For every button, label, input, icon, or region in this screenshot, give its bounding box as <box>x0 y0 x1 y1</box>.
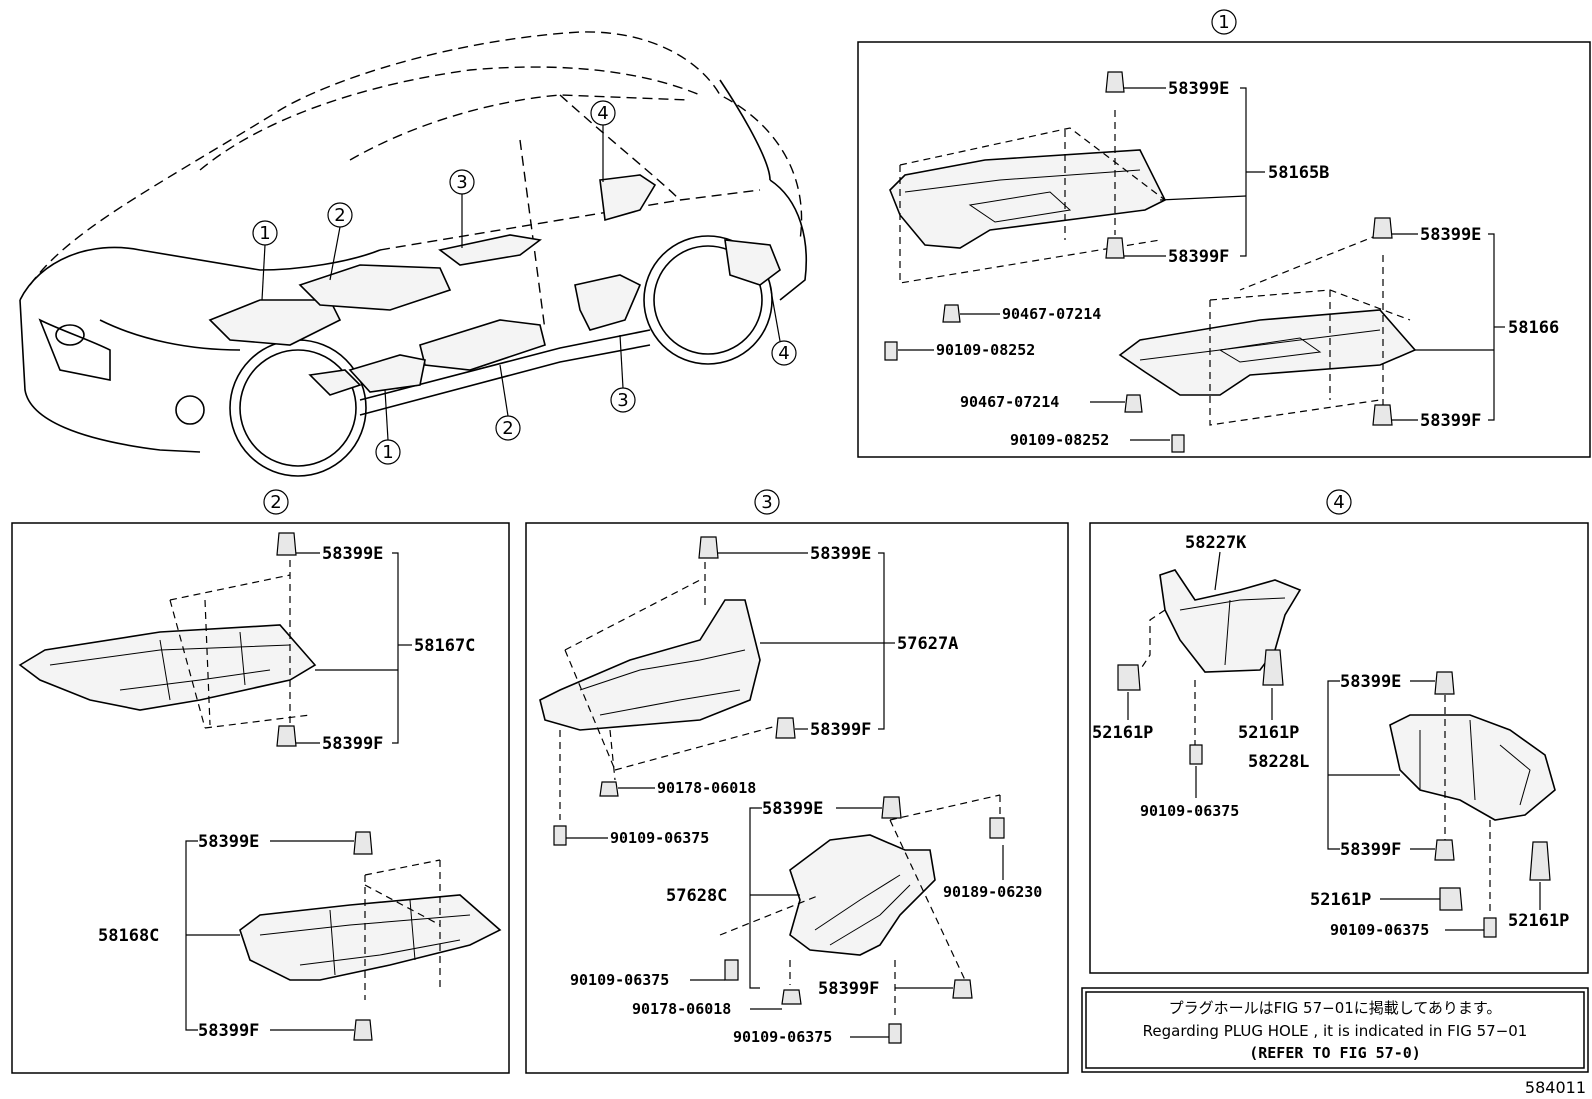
bolt-90109-icon-3c <box>888 1023 902 1044</box>
label-90109-3c: 90109-06375 <box>733 1028 832 1046</box>
label-58399E-3b: 58399E <box>762 799 823 819</box>
clip-52161P-icon-b <box>1262 649 1284 686</box>
label-58168C: 58168C <box>98 926 159 946</box>
label-90109-4a: 90109-06375 <box>1140 802 1239 820</box>
panel-4-frame <box>1089 522 1589 974</box>
label-58399E-2b: 58399E <box>198 832 259 852</box>
clip-58399E-icon <box>1105 71 1125 93</box>
label-58227K: 58227K <box>1185 533 1247 553</box>
label-58167C: 58167C <box>414 636 475 656</box>
clip-90467-icon <box>942 304 961 323</box>
callout-2-lower: 2 <box>502 418 513 439</box>
label-58399F-3b: 58399F <box>818 979 879 999</box>
callout-1-front: 1 <box>259 223 270 244</box>
note-english: Regarding PLUG HOLE , it is indicated in… <box>1143 1022 1528 1040</box>
label-58399E-3a: 58399E <box>810 544 871 564</box>
bolt-90109-icon-3b <box>724 959 739 981</box>
panel-4-callout: 4 <box>1333 492 1344 513</box>
label-90109-1a: 90109-08252 <box>936 341 1035 359</box>
clip-58399F-icon-3a <box>775 717 796 739</box>
bolt-90189-icon <box>989 817 1005 839</box>
clip-58399F-icon <box>1105 237 1125 259</box>
label-52161P-4d: 52161P <box>1508 911 1569 931</box>
label-90178-3b: 90178-06018 <box>632 1000 731 1018</box>
label-58399F-1b: 58399F <box>1420 411 1481 431</box>
panel-2-callout: 2 <box>270 492 281 513</box>
clip-58399F-icon-2b <box>353 1019 373 1041</box>
clip-58399F-icon-2a <box>276 725 297 747</box>
label-90109-1b: 90109-08252 <box>1010 431 1109 449</box>
clip-52161P-icon-d <box>1529 841 1551 881</box>
label-57627A: 57627A <box>897 634 958 654</box>
label-58399E-1b: 58399E <box>1420 225 1481 245</box>
label-57628C: 57628C <box>666 886 727 906</box>
panel-4: 4 58227K 52161P 52161P 90109-06375 58399… <box>1089 489 1589 974</box>
panel-2-frame <box>11 522 510 1074</box>
callout-3-lower: 3 <box>617 390 628 411</box>
panel-1-callout: 1 <box>1218 12 1229 33</box>
panel-1-frame <box>857 41 1591 458</box>
label-90189: 90189-06230 <box>943 883 1042 901</box>
label-90109-4b: 90109-06375 <box>1330 921 1429 939</box>
label-52161P-4c: 52161P <box>1310 890 1371 910</box>
panel-3: 3 58399E 58399F 57627A 90178-06018 90109… <box>525 489 1069 1074</box>
clip-58399E-icon-3a <box>698 536 719 559</box>
callout-2-front: 2 <box>334 205 345 226</box>
car-callouts: 1 2 3 4 4 3 2 1 <box>252 100 797 465</box>
panel-2: 2 58399E 58399F 58167C <box>11 489 510 1074</box>
clip-58399E-icon-4 <box>1434 671 1455 695</box>
bolt-90109-icon-3a <box>553 825 567 846</box>
label-58399F-1a: 58399F <box>1168 247 1229 267</box>
callout-1-lower: 1 <box>382 442 393 463</box>
label-90109-3b: 90109-06375 <box>570 971 669 989</box>
clip-58399E-icon-b <box>1372 217 1393 239</box>
panel-1: 1 58399E 58399F 58165B 90467-07214 90109… <box>857 9 1591 458</box>
label-58399F-4: 58399F <box>1340 840 1401 860</box>
clip-58399F-icon-b <box>1372 404 1393 426</box>
label-90467-1a: 90467-07214 <box>1002 305 1101 323</box>
panel-3-frame <box>525 522 1069 1074</box>
clip-90178-icon-3b <box>781 989 802 1005</box>
label-90178-3a: 90178-06018 <box>657 779 756 797</box>
clip-52161P-icon-a <box>1117 664 1141 691</box>
label-58228L: 58228L <box>1248 752 1309 772</box>
label-90467-1b: 90467-07214 <box>960 393 1059 411</box>
clip-52161P-icon-c <box>1439 887 1463 911</box>
label-58399E-1a: 58399E <box>1168 79 1229 99</box>
label-58399F-2b: 58399F <box>198 1021 259 1041</box>
label-52161P-4a: 52161P <box>1092 723 1153 743</box>
label-58399F-3a: 58399F <box>810 720 871 740</box>
callout-3-upper: 3 <box>456 172 467 193</box>
label-58399E-2a: 58399E <box>322 544 383 564</box>
label-52161P-4b: 52161P <box>1238 723 1299 743</box>
clip-58399E-icon-2b <box>353 831 373 855</box>
bolt-90109-icon-4a <box>1189 744 1203 765</box>
label-58165B: 58165B <box>1268 163 1329 183</box>
label-90109-3a: 90109-06375 <box>610 829 709 847</box>
clip-58399F-icon-3b <box>952 979 973 999</box>
car-overview <box>19 31 808 477</box>
clip-58399E-icon-3b <box>881 796 902 819</box>
figure-number: 584011 <box>1525 1078 1586 1097</box>
clip-90467-icon-b <box>1124 394 1143 413</box>
bolt-90109-icon-4b <box>1483 917 1497 938</box>
callout-4-lower: 4 <box>778 343 789 364</box>
note-refer: (REFER TO FIG 57-0) <box>1249 1044 1421 1062</box>
callout-4-upper: 4 <box>597 103 608 124</box>
label-58399F-2a: 58399F <box>322 734 383 754</box>
clip-58399E-icon-2a <box>276 532 297 556</box>
label-58399E-4: 58399E <box>1340 672 1401 692</box>
clip-58399F-icon-4 <box>1434 839 1455 861</box>
note-japanese: プラグホールはFIG 57−01に掲載してあります。 <box>1169 999 1502 1017</box>
panel-3-callout: 3 <box>761 492 772 513</box>
bolt-90109-icon <box>884 341 898 361</box>
clip-90178-icon-3a <box>599 781 619 797</box>
label-58166: 58166 <box>1508 318 1559 338</box>
bolt-90109-icon-b <box>1171 434 1185 453</box>
note-box: プラグホールはFIG 57−01に掲載してあります。 Regarding PLU… <box>1081 987 1589 1073</box>
